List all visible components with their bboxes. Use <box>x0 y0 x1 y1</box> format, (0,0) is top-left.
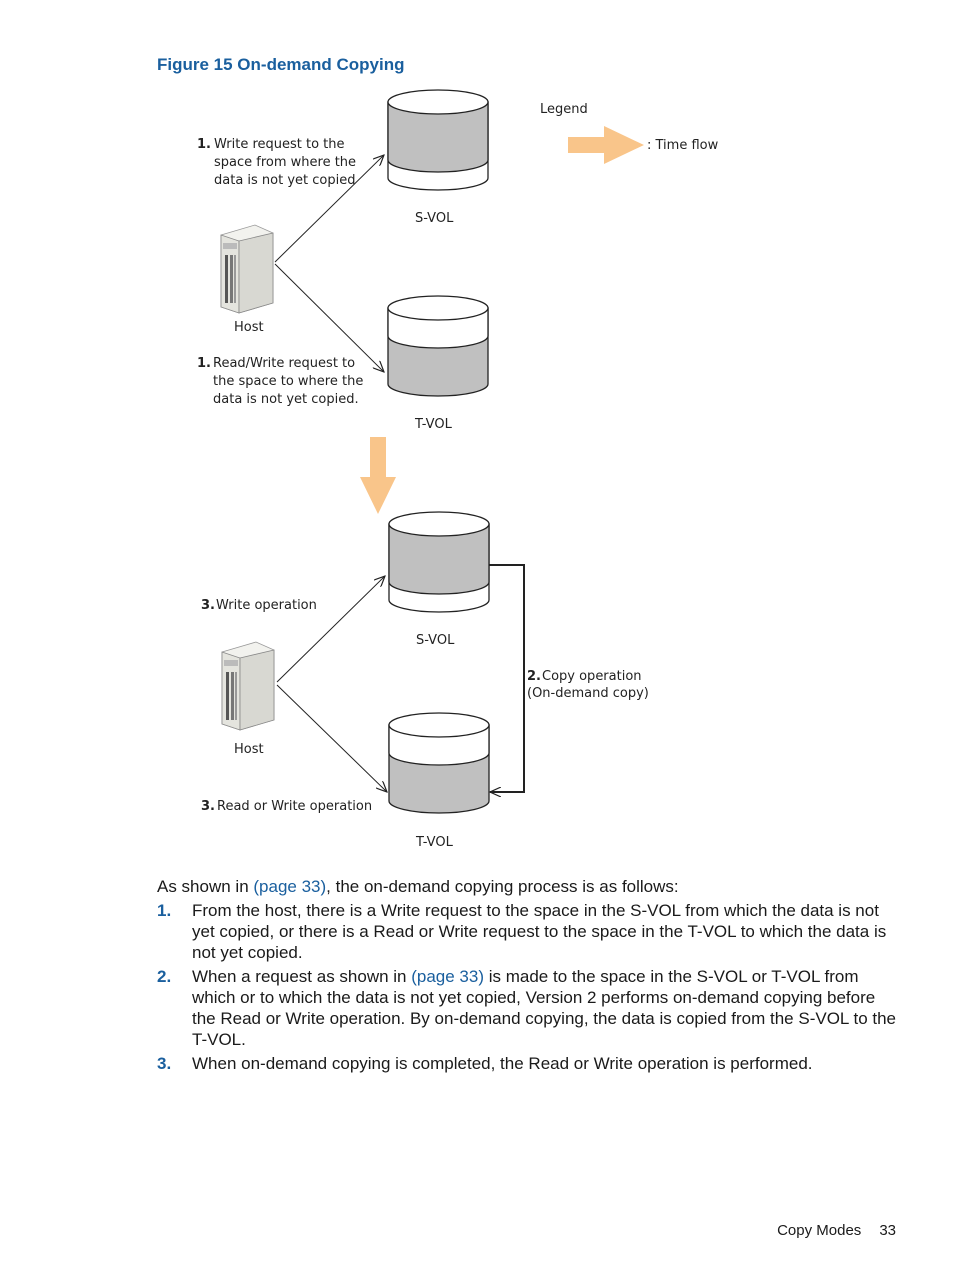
tvol-label-bottom: T-VOL <box>415 835 454 850</box>
process-steps-list: 1. From the host, there is a Write reque… <box>157 900 897 1077</box>
list-item-text: is made to the space in the S-VOL or T-V… <box>192 967 897 1049</box>
list-item-number: 1. <box>157 901 172 920</box>
svol-cylinder-bottom <box>388 511 490 613</box>
intro-text-after: , the on-demand copying process is as fo… <box>326 877 679 896</box>
tvol-cylinder-bottom <box>388 712 490 814</box>
page-link[interactable]: (page 33) <box>411 967 485 986</box>
list-item: 2. When a request as shown in (page 33) … <box>157 966 897 1050</box>
page-number: 33 <box>879 1222 896 1239</box>
write-op-label: Write operation <box>216 598 317 613</box>
list-item: 1. From the host, there is a Write reque… <box>157 900 897 963</box>
svol-label-top: S-VOL <box>415 211 454 226</box>
note2-line1: Read/Write request to <box>213 356 355 371</box>
note2-line3: data is not yet copied. <box>213 392 359 407</box>
page-link[interactable]: (page 33) <box>253 877 327 896</box>
list-item-text: When a request as shown in <box>192 967 412 986</box>
rw-op-number: 3. <box>201 799 215 814</box>
host-server-icon-bottom <box>221 641 275 731</box>
write-op-number: 3. <box>201 598 215 613</box>
note2-line2: the space to where the <box>213 374 363 389</box>
list-item-number: 3. <box>157 1054 172 1073</box>
copy-op-sublabel: (On-demand copy) <box>527 686 649 701</box>
note1-line3: data is not yet copied <box>214 173 356 188</box>
rw-op-label: Read or Write operation <box>217 799 372 814</box>
tvol-label-top: T-VOL <box>414 417 453 432</box>
svol-label-bottom: S-VOL <box>416 633 455 648</box>
on-demand-copy-diagram: Legend : Time flow S-VOL T-VOL Host 1. W… <box>197 89 719 850</box>
note2-number: 1. <box>197 356 211 371</box>
list-item: 3. When on-demand copying is completed, … <box>157 1053 897 1074</box>
intro-text-before: As shown in <box>157 877 254 896</box>
time-flow-arrow-icon <box>568 126 644 164</box>
legend-title: Legend <box>540 102 588 117</box>
host-server-icon-top <box>220 224 274 314</box>
note1-line1: Write request to the <box>214 137 345 152</box>
host-label-bottom: Host <box>234 742 264 757</box>
copy-op-label: Copy operation <box>542 669 642 684</box>
footer-section: Copy Modes <box>777 1222 862 1239</box>
list-item-number: 2. <box>157 967 172 986</box>
intro-paragraph: As shown in (page 33), the on-demand cop… <box>157 876 897 897</box>
svol-cylinder-top <box>387 89 489 191</box>
down-time-flow-arrow-icon <box>360 437 396 514</box>
page-footer: Copy Modes 33 <box>777 1222 896 1239</box>
tvol-cylinder-top <box>387 295 489 397</box>
legend-time-flow-label: : Time flow <box>647 138 719 153</box>
list-item-text: From the host, there is a Write request … <box>192 901 887 962</box>
note1-number: 1. <box>197 137 211 152</box>
copy-op-number: 2. <box>527 669 541 684</box>
list-item-text: When on-demand copying is completed, the… <box>192 1054 813 1073</box>
note1-line2: space from where the <box>214 155 356 170</box>
host-label-top: Host <box>234 320 264 335</box>
figure-title: Figure 15 On-demand Copying <box>157 55 405 74</box>
